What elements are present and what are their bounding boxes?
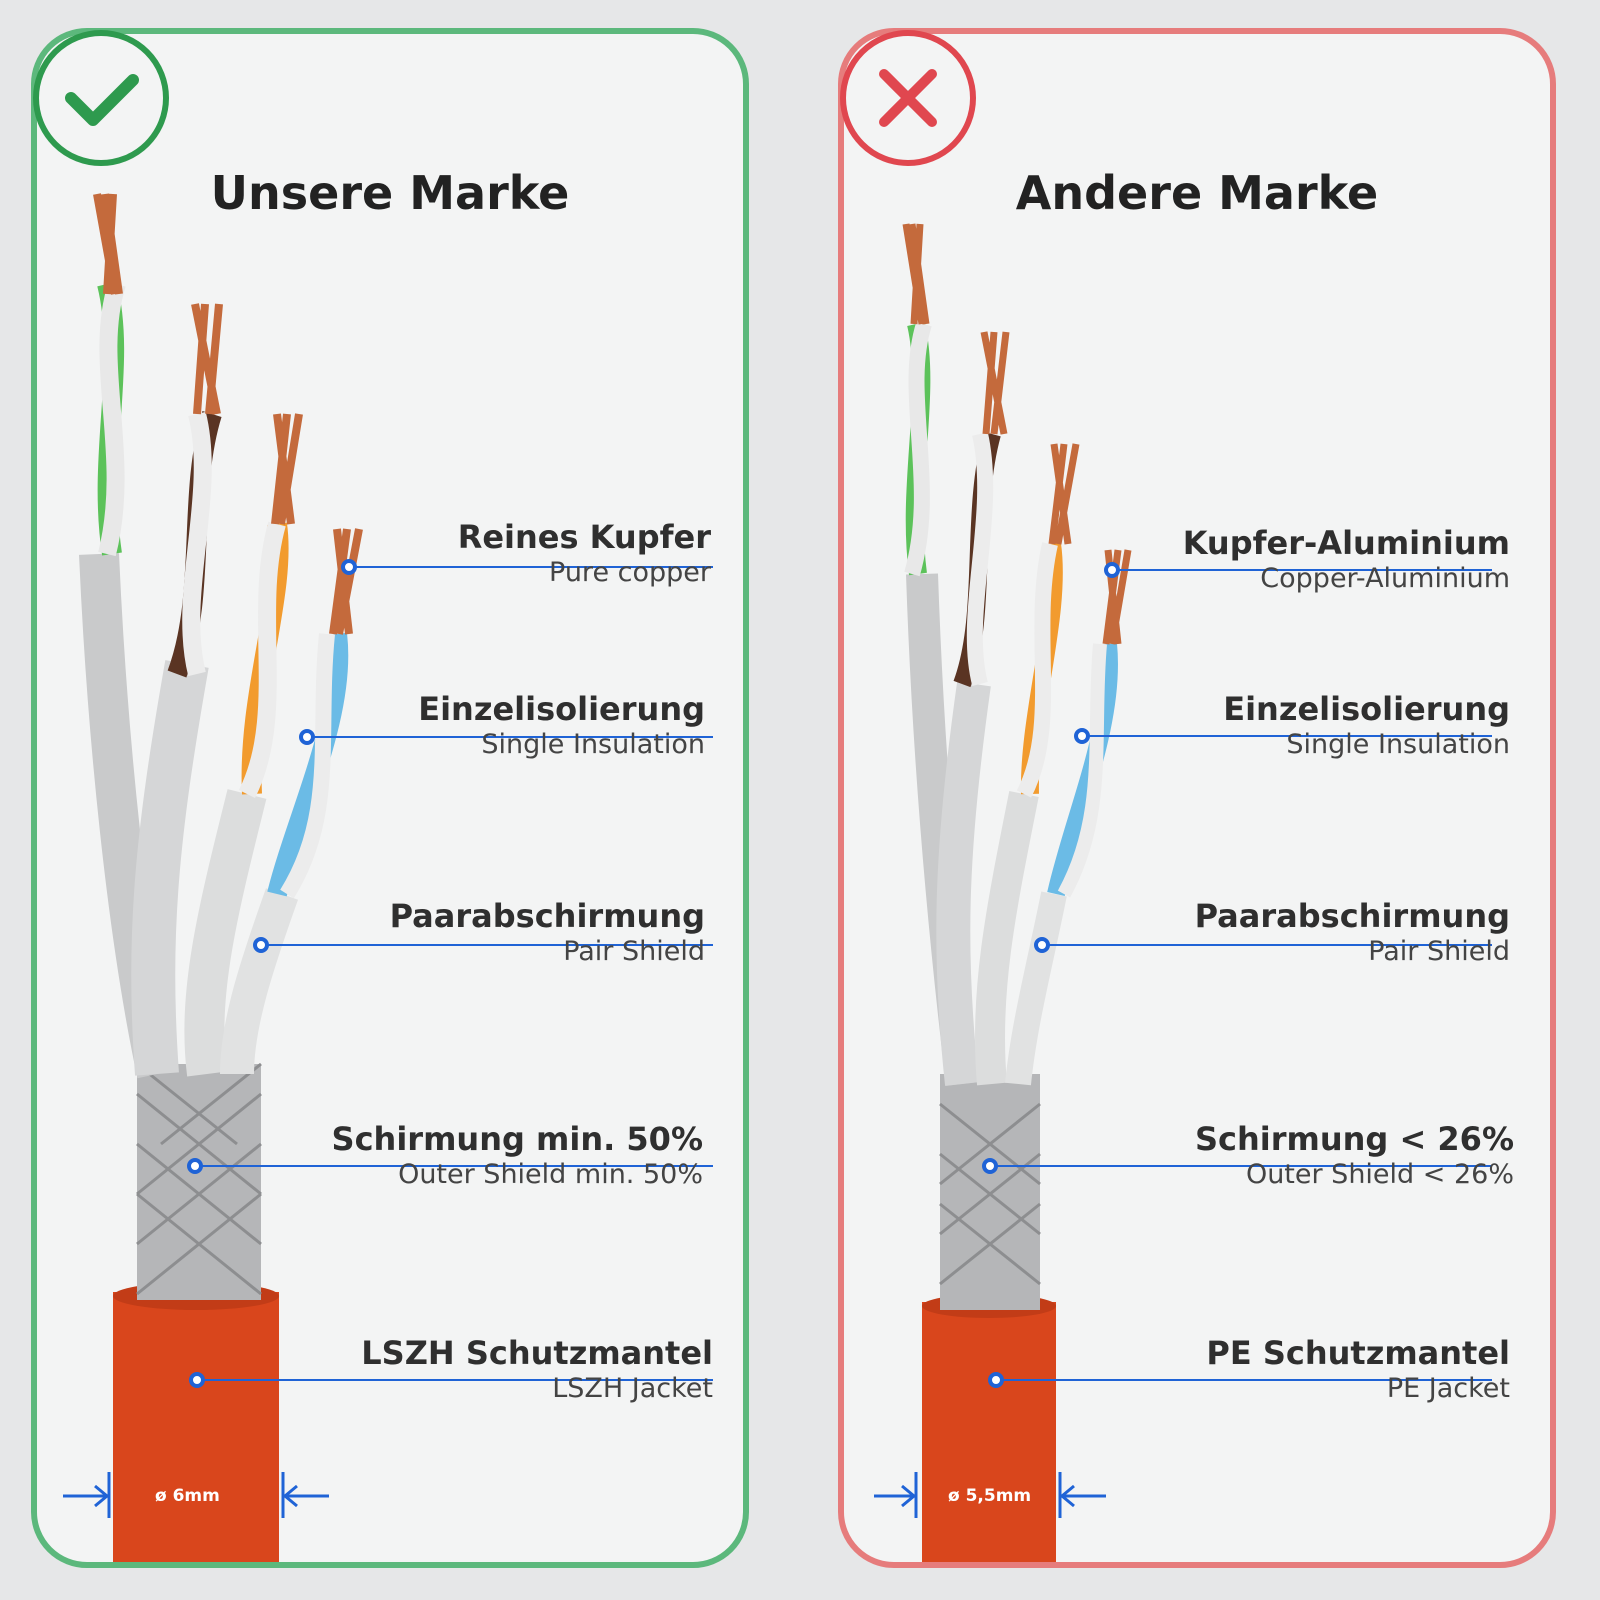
pointer-dot	[189, 1372, 205, 1388]
pointer-dot	[982, 1158, 998, 1174]
label-conductor: Reines Kupfer Pure copper	[457, 518, 711, 588]
label-conductor: Kupfer-Aluminium Copper-Aluminium	[1182, 524, 1510, 594]
label-pair-shield: Paarabschirmung Pair Shield	[1194, 897, 1510, 967]
pair-shield-3	[184, 789, 267, 1077]
jacket	[113, 1292, 279, 1562]
panel-title: Unsere Marke	[210, 166, 570, 220]
pointer-dot	[341, 559, 357, 575]
wire-white-3	[238, 521, 286, 799]
label-outer-shield: Schirmung min. 50% Outer Shield min. 50%	[331, 1120, 703, 1190]
copper-1	[902, 223, 930, 325]
label-jacket: LSZH Schutzmantel LSZH Jacket	[361, 1334, 713, 1404]
pair-shield-2	[936, 681, 991, 1086]
pointer-dot	[988, 1372, 1004, 1388]
wire-white-4	[1057, 643, 1107, 898]
cable-illustration	[874, 223, 1492, 1562]
cross-icon	[879, 69, 937, 127]
wire-white-2	[182, 411, 212, 677]
pointer-dot	[299, 729, 315, 745]
label-insulation: Einzelisolierung Single Insulation	[1223, 690, 1510, 760]
diameter-label: ø 5,5mm	[948, 1486, 1032, 1506]
pair-shield-2	[131, 660, 209, 1076]
copper-4	[329, 528, 363, 635]
pointer-dot	[1074, 728, 1090, 744]
label-pair-shield: Paarabschirmung Pair Shield	[389, 897, 705, 967]
left-comparison-panel: Unsere Marke	[31, 28, 749, 1568]
copper-1	[93, 193, 123, 295]
wire-white-4	[280, 633, 335, 899]
check-badge	[33, 30, 169, 166]
pointer-dot	[1034, 937, 1050, 953]
wire-white-1	[98, 281, 126, 557]
pair-shield-3	[974, 791, 1039, 1086]
wire-white-2	[966, 432, 994, 686]
wire-white-1	[904, 321, 932, 577]
check-icon	[65, 74, 139, 126]
pointer-dot	[1104, 562, 1120, 578]
pointer-dot	[253, 937, 269, 953]
copper-2	[191, 303, 223, 415]
label-jacket: PE Schutzmantel PE Jacket	[1206, 1334, 1510, 1404]
right-comparison-panel: Andere Marke	[838, 28, 1556, 1568]
pair-shield-4	[1005, 891, 1067, 1086]
braid-shield	[137, 1064, 261, 1300]
braid-shield	[940, 1074, 1040, 1310]
jacket	[922, 1302, 1056, 1562]
cross-badge	[840, 30, 976, 166]
label-outer-shield: Schirmung < 26% Outer Shield < 26%	[1194, 1120, 1514, 1190]
pointer-dot	[187, 1158, 203, 1174]
label-insulation: Einzelisolierung Single Insulation	[418, 690, 705, 760]
wire-white-3	[1016, 542, 1058, 798]
copper-3	[271, 413, 303, 525]
copper-3	[1048, 443, 1080, 545]
panel-title: Andere Marke	[1015, 166, 1379, 220]
pair-shield-4	[220, 888, 299, 1075]
diameter-label: ø 6mm	[155, 1486, 220, 1506]
copper-2	[980, 331, 1010, 435]
cable-illustration	[63, 193, 713, 1562]
